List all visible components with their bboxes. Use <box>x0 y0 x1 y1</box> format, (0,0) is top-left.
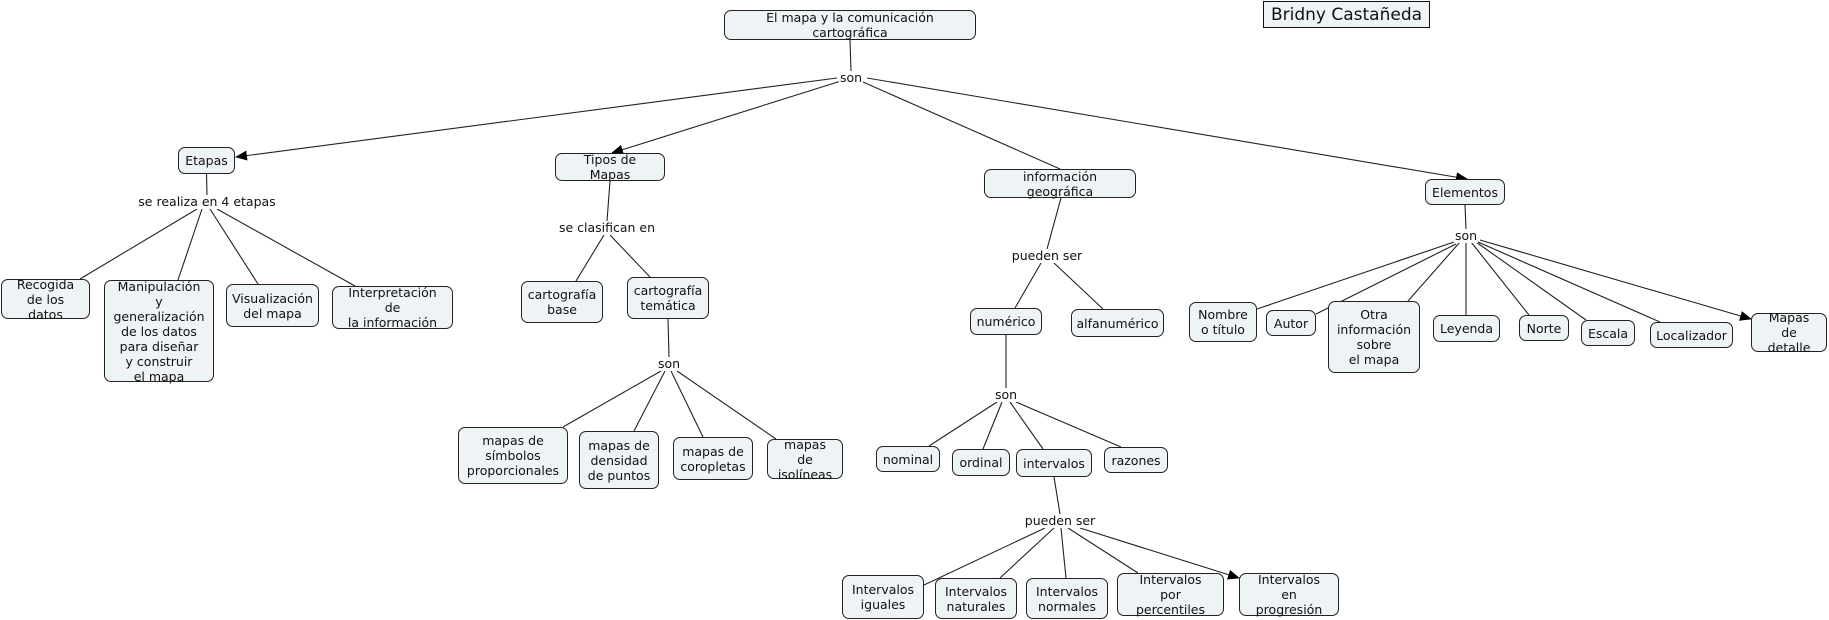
arrow-to-tipos <box>611 80 842 155</box>
connector-line <box>1475 241 1587 321</box>
link-pueden-ser-intervalos: pueden ser <box>1023 513 1097 528</box>
arrow-to-elementos <box>866 77 1468 183</box>
connector-line <box>1053 476 1061 515</box>
arrow-to-intervalos-progresion <box>1079 527 1240 580</box>
connector-line <box>1060 527 1067 579</box>
connector-line <box>205 173 208 196</box>
connector-line <box>177 208 203 281</box>
concept-etapas[interactable]: Etapas <box>178 147 235 174</box>
connector-line <box>982 401 1003 450</box>
concept-numerico[interactable]: numérico <box>970 308 1042 335</box>
concept-elementos[interactable]: Elementos <box>1425 179 1505 205</box>
connector-line <box>1053 262 1104 310</box>
connector-line <box>667 318 670 358</box>
link-pueden-ser-info: pueden ser <box>1010 248 1084 263</box>
connector-line <box>1067 527 1139 574</box>
concept-informacion-geografica[interactable]: información geográfica <box>984 169 1136 199</box>
author-label: Bridny Castañeda <box>1263 1 1430 28</box>
connector-line <box>79 208 198 280</box>
concept-intervalos[interactable]: intervalos <box>1016 449 1092 477</box>
concept-mapas-simbolos[interactable]: mapas de símbolos proporcionales <box>458 427 568 484</box>
connector-line <box>999 527 1055 579</box>
concept-alfanumerico[interactable]: alfanumérico <box>1071 309 1164 337</box>
connector-line <box>1477 241 1661 323</box>
concept-leyenda[interactable]: Leyenda <box>1433 315 1500 342</box>
concept-ordinal[interactable]: ordinal <box>952 449 1010 476</box>
connector-line <box>862 81 1061 170</box>
connector-line <box>606 180 611 222</box>
connector-line <box>633 370 666 432</box>
concept-intervalos-progresion[interactable]: Intervalos en progresión <box>1239 572 1339 617</box>
link-son-root: son <box>838 70 864 85</box>
connector-line <box>1256 241 1455 310</box>
concept-interpretacion[interactable]: Interpretación de la información <box>332 285 453 330</box>
concept-localizador[interactable]: Localizador <box>1650 322 1733 348</box>
concept-intervalos-normales[interactable]: Intervalos normales <box>1026 578 1108 619</box>
arrow-to-etapas <box>235 77 838 161</box>
concept-escala[interactable]: Escala <box>1581 320 1635 346</box>
concept-razones[interactable]: razones <box>1104 447 1168 473</box>
concept-recogida-datos[interactable]: Recogida de los datos <box>1 277 90 322</box>
connector-line <box>216 208 356 287</box>
connector-line <box>676 370 777 440</box>
arrow-to-mapas-detalle <box>1479 239 1752 321</box>
concept-tipos-de-mapas[interactable]: Tipos de Mapas <box>555 152 665 182</box>
link-se-clasifican-en: se clasifican en <box>557 220 657 235</box>
concept-autor[interactable]: Autor <box>1266 310 1316 336</box>
connector-line <box>562 370 662 428</box>
connector-line <box>1046 197 1062 250</box>
concept-intervalos-iguales[interactable]: Intervalos iguales <box>842 575 924 619</box>
connector-line <box>670 370 704 438</box>
connector-line <box>609 234 651 278</box>
concept-visualizacion[interactable]: Visualización del mapa <box>226 284 319 327</box>
link-son-tematica: son <box>656 356 682 371</box>
connector-line <box>209 208 259 285</box>
connector-line <box>1014 262 1042 309</box>
connector-line <box>928 401 998 447</box>
concept-mapas-detalle[interactable]: Mapas de detalle <box>1751 310 1827 355</box>
concept-nominal[interactable]: nominal <box>876 446 940 472</box>
connector-line <box>923 527 1046 586</box>
concept-manipulacion[interactable]: Manipulación y generalización de los dat… <box>104 279 214 384</box>
concept-mapas-isolineas[interactable]: mapas de isolíneas <box>767 437 843 482</box>
concept-nombre-titulo[interactable]: Nombre o título <box>1189 302 1257 342</box>
connector-line <box>1470 241 1530 316</box>
concept-root[interactable]: El mapa y la comunicación cartográfica <box>724 10 976 40</box>
connector-line <box>1015 401 1122 448</box>
connector-line <box>1009 401 1044 450</box>
concept-intervalos-naturales[interactable]: Intervalos naturales <box>935 578 1017 619</box>
concept-otra-informacion[interactable]: Otra información sobre el mapa <box>1328 301 1420 373</box>
link-son-numerico: son <box>993 387 1019 402</box>
link-son-elementos: son <box>1453 228 1479 243</box>
connector-line <box>849 39 852 72</box>
link-se-realiza-en-4-etapas: se realiza en 4 etapas <box>137 194 277 209</box>
connector-line <box>1407 241 1461 302</box>
connector-line <box>1464 204 1467 230</box>
concept-mapas-coropletas[interactable]: mapas de coropletas <box>673 437 753 480</box>
concept-intervalos-percentiles[interactable]: Intervalos por percentiles <box>1117 572 1224 617</box>
concept-cartografia-base[interactable]: cartografía base <box>521 281 603 323</box>
concept-cartografia-tematica[interactable]: cartografía temática <box>627 277 709 319</box>
concept-mapas-densidad[interactable]: mapas de densidad de puntos <box>579 431 659 489</box>
connector-line <box>575 234 605 282</box>
concept-norte[interactable]: Norte <box>1519 315 1569 341</box>
